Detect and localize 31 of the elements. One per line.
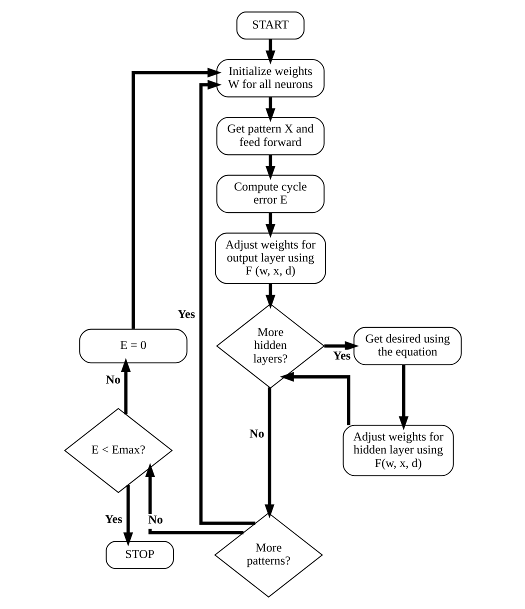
- arrow: [279, 372, 350, 426]
- node-box: Get desired using the equation: [353, 326, 462, 366]
- arrow: [198, 80, 255, 525]
- node-box: Compute cycle error E: [216, 174, 324, 214]
- edge-label: No: [248, 426, 264, 441]
- arrow: [398, 364, 408, 430]
- node-diamond: E < Emax?: [63, 408, 172, 494]
- arrow: [265, 212, 275, 238]
- arrow: [265, 155, 275, 180]
- arrow: [265, 97, 275, 122]
- edge-label: Yes: [177, 307, 195, 322]
- arrow: [120, 358, 130, 414]
- arrow: [122, 485, 133, 546]
- node-box: Adjust weights for output layer using F (w, x, d): [214, 232, 326, 284]
- arrow: [265, 39, 275, 64]
- arrow: [324, 341, 358, 351]
- edge-label: Yes: [332, 348, 350, 362]
- edge-label: No: [105, 372, 120, 386]
- node-diamond: More patterns?: [214, 512, 322, 598]
- node-box: Get pattern X and feed forward: [216, 116, 324, 156]
- node-box: Adjust weights for hidden layer using F(w, x, d): [342, 424, 454, 476]
- arrow: [131, 68, 222, 329]
- edge-label: No: [148, 512, 162, 527]
- node-box: E = 0: [78, 328, 187, 364]
- arrow: [265, 284, 275, 309]
- edge-label: Yes: [104, 512, 122, 526]
- node-box: STOP: [105, 541, 174, 570]
- arrow: [264, 387, 274, 518]
- node-diamond: More hidden layers?: [216, 303, 324, 389]
- node-box: Initialize weights W for all neurons: [216, 59, 324, 98]
- node-box: START: [236, 12, 304, 40]
